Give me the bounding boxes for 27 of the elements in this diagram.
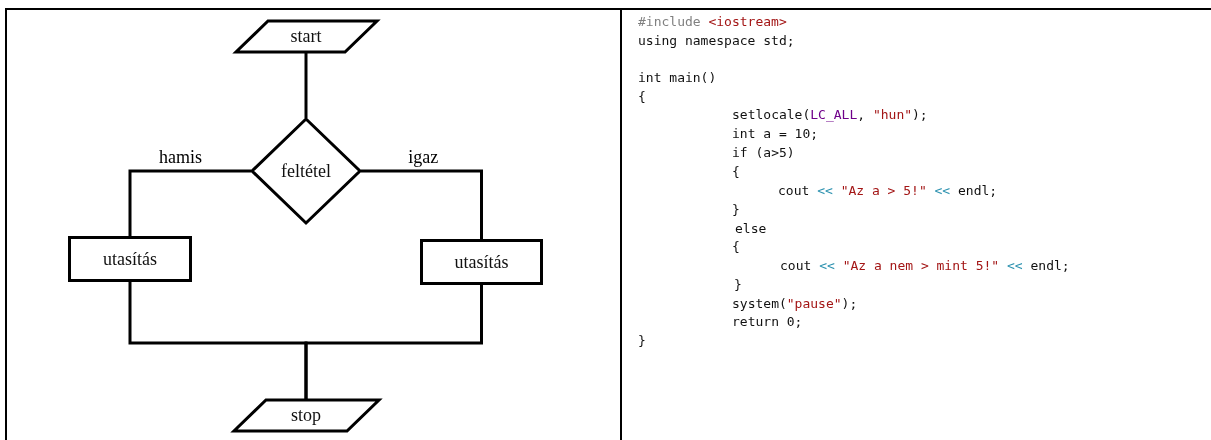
code-line: } (638, 332, 646, 349)
code-line: using namespace std; (638, 32, 795, 49)
code-line: else (735, 220, 767, 237)
code-line: setlocale(LC_ALL, "hun"); (732, 106, 928, 123)
io-parallelogram: start (234, 20, 378, 53)
io-parallelogram: stop (232, 399, 380, 432)
code-line: { (732, 238, 740, 255)
process-box: utasítás (68, 236, 192, 282)
code-line: } (734, 276, 742, 293)
code-line: { (732, 163, 740, 180)
edge-label: igaz (407, 147, 440, 167)
code-line: int a = 10; (732, 125, 819, 142)
connector-line (304, 285, 483, 399)
process-box: utasítás (420, 239, 543, 285)
code-line: #include <iostream> (638, 13, 787, 30)
code-line: cout << "Az a > 5!" << endl; (778, 182, 998, 199)
connector-line (304, 53, 308, 118)
decision-diamond: feltétel (251, 118, 361, 224)
code-line: { (638, 88, 646, 105)
code-line: cout << "Az a nem > mint 5!" << endl; (780, 257, 1070, 274)
connector-line (361, 169, 483, 239)
connector-line (128, 169, 251, 236)
code-line: int main() (638, 69, 717, 86)
code-line: } (732, 201, 740, 218)
code-line: return 0; (732, 313, 803, 330)
code-line: system("pause"); (732, 295, 858, 312)
code-line: if (a>5) (732, 144, 795, 161)
